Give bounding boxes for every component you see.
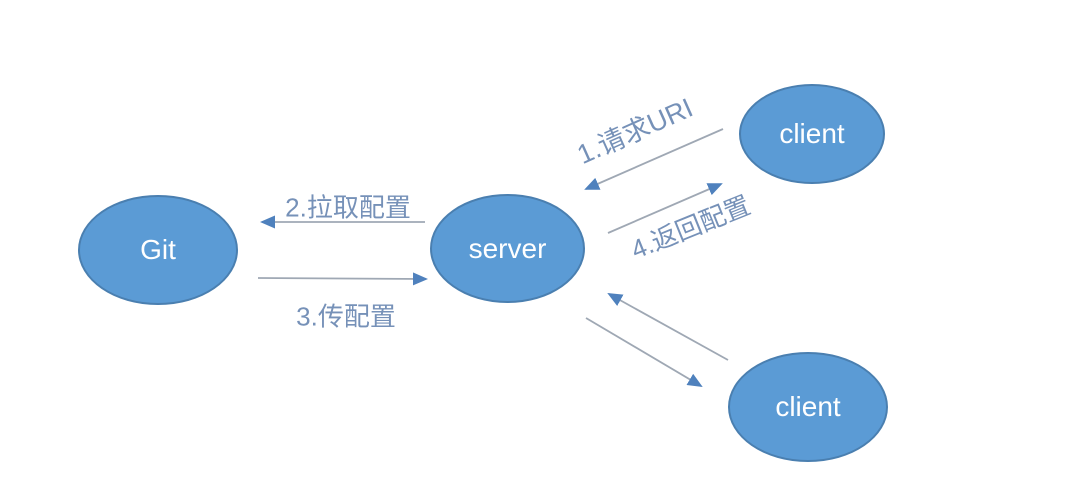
arrow-push-config <box>257 272 428 286</box>
edge-label-pull-config: 2.拉取配置 <box>285 192 411 223</box>
node-server-label: server <box>468 232 547 264</box>
arrow-return-config <box>607 183 723 234</box>
node-git-label: Git <box>140 234 176 265</box>
arrow-request-uri <box>584 128 724 190</box>
edge-label-push-config: 3.传配置 <box>296 301 396 332</box>
node-server: server <box>430 194 585 303</box>
arrow-client-bottom-request <box>607 293 729 361</box>
node-client-bottom-label: client <box>775 391 841 422</box>
node-client-bottom: client <box>728 352 888 462</box>
node-client-top: client <box>739 84 885 184</box>
node-client-top-label: client <box>779 118 845 149</box>
arrow-client-bottom-response <box>585 317 703 388</box>
node-git: Git <box>78 195 238 305</box>
